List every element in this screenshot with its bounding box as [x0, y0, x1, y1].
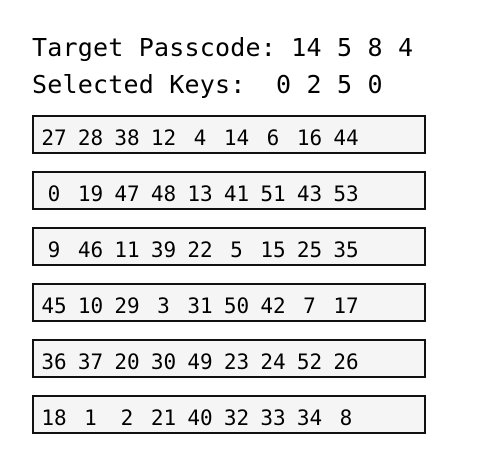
key-11[interactable]: 11 — [114, 238, 140, 262]
key-39[interactable]: 39 — [150, 238, 177, 262]
key-15[interactable]: 15 — [260, 238, 286, 262]
key-3[interactable]: 3 — [157, 294, 170, 318]
key-17[interactable]: 17 — [333, 294, 359, 318]
key-5[interactable]: 5 — [230, 238, 243, 262]
key-43[interactable]: 43 — [296, 182, 323, 206]
key-7[interactable]: 7 — [303, 294, 316, 318]
keypad-row-2: 0 19 47 48 13 41 51 43 53 — [32, 171, 426, 210]
key-35[interactable]: 35 — [333, 238, 359, 262]
key-36[interactable]: 36 — [41, 350, 67, 374]
key-53[interactable]: 53 — [333, 182, 359, 206]
key-2[interactable]: 2 — [120, 406, 134, 430]
key-20[interactable]: 20 — [114, 350, 140, 374]
key-48[interactable]: 48 — [150, 182, 177, 206]
key-12[interactable]: 12 — [150, 126, 177, 150]
key-42[interactable]: 42 — [260, 294, 286, 318]
key-28[interactable]: 28 — [77, 126, 104, 150]
key-8[interactable]: 8 — [339, 406, 353, 430]
key-19[interactable]: 19 — [77, 182, 104, 206]
key-1[interactable]: 1 — [84, 406, 97, 430]
key-16[interactable]: 16 — [296, 126, 323, 150]
key-9[interactable]: 9 — [47, 238, 61, 262]
target-passcode-value: 14 5 8 4 — [291, 33, 414, 62]
keypad-row-4: 45 10 29 3 31 50 42 7 17 — [32, 283, 426, 322]
key-45[interactable]: 45 — [41, 294, 67, 318]
key-10[interactable]: 10 — [77, 294, 104, 318]
keypad-row-1: 27 28 38 12 4 14 6 16 44 — [32, 115, 426, 154]
key-41[interactable]: 41 — [223, 182, 250, 206]
key-44[interactable]: 44 — [333, 126, 359, 150]
keypad-row-5: 36 37 20 30 49 23 24 52 26 — [32, 339, 426, 378]
key-14[interactable]: 14 — [223, 126, 250, 150]
key-49[interactable]: 49 — [187, 350, 213, 374]
key-21[interactable]: 21 — [150, 406, 177, 430]
key-46[interactable]: 46 — [77, 238, 104, 262]
selected-keys-label: Selected Keys: — [32, 70, 246, 99]
key-33[interactable]: 33 — [260, 406, 286, 430]
key-22[interactable]: 22 — [187, 238, 213, 262]
key-29[interactable]: 29 — [114, 294, 140, 318]
key-37[interactable]: 37 — [77, 350, 104, 374]
keypad-row-3: 9 46 11 39 22 5 15 25 35 — [32, 227, 426, 266]
key-52[interactable]: 52 — [296, 350, 323, 374]
key-32[interactable]: 32 — [223, 406, 250, 430]
key-26[interactable]: 26 — [333, 350, 359, 374]
key-31[interactable]: 31 — [187, 294, 213, 318]
key-30[interactable]: 30 — [150, 350, 177, 374]
key-25[interactable]: 25 — [296, 238, 323, 262]
key-4[interactable]: 4 — [193, 126, 207, 150]
target-passcode-label: Target Passcode: — [32, 33, 277, 62]
key-47[interactable]: 47 — [114, 182, 140, 206]
key-51[interactable]: 51 — [260, 182, 286, 206]
key-13[interactable]: 13 — [187, 182, 213, 206]
target-passcode-line: Target Passcode: 14 5 8 4 — [32, 33, 413, 63]
key-6[interactable]: 6 — [266, 126, 280, 150]
key-27[interactable]: 27 — [41, 126, 67, 150]
key-24[interactable]: 24 — [260, 350, 286, 374]
key-18[interactable]: 18 — [41, 406, 67, 430]
selected-keys-value: 0 2 5 0 — [276, 70, 383, 99]
key-50[interactable]: 50 — [223, 294, 250, 318]
key-40[interactable]: 40 — [187, 406, 213, 430]
key-0[interactable]: 0 — [47, 182, 61, 206]
key-38[interactable]: 38 — [114, 126, 140, 150]
key-34[interactable]: 34 — [296, 406, 323, 430]
key-23[interactable]: 23 — [223, 350, 250, 374]
selected-keys-line: Selected Keys: 0 2 5 0 — [32, 70, 383, 100]
